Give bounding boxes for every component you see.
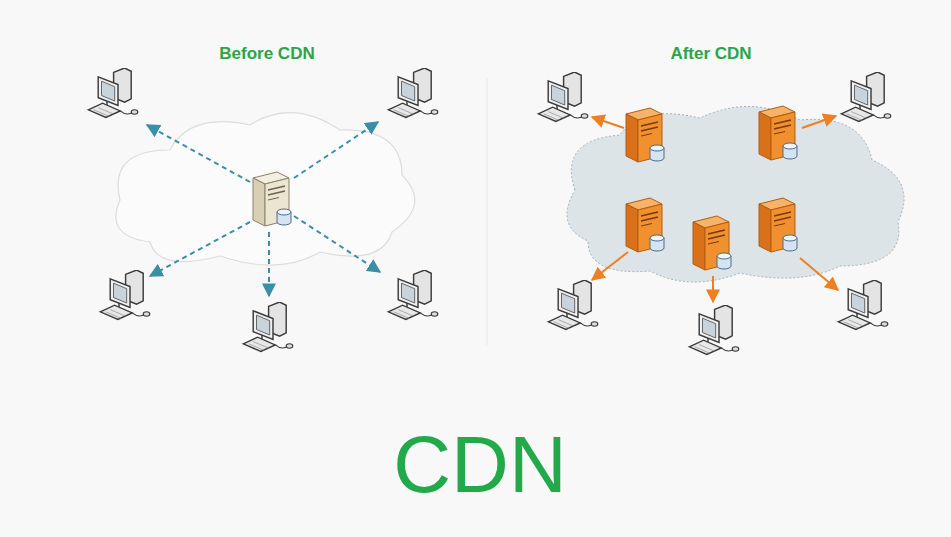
client-computer <box>838 280 888 330</box>
origin-server <box>253 172 291 226</box>
request-arrow <box>268 232 270 296</box>
edge-server <box>759 106 797 160</box>
panel-heading: Before CDN <box>219 44 314 64</box>
client-computer <box>388 68 438 118</box>
delivery-arrow <box>800 258 838 290</box>
diagram-caption: CDN <box>393 425 566 505</box>
request-arrow <box>294 122 378 178</box>
request-arrow <box>294 216 380 272</box>
delivery-arrow <box>592 252 628 280</box>
client-computer <box>841 72 891 122</box>
client-computer <box>548 280 598 330</box>
client-computer <box>538 72 588 122</box>
client-computer <box>243 302 292 352</box>
network-cloud <box>567 106 904 282</box>
client-computer <box>388 270 438 320</box>
edge-server <box>626 108 664 162</box>
delivery-arrow <box>592 117 624 128</box>
request-arrow <box>147 125 250 182</box>
delivery-arrow <box>712 276 714 302</box>
client-computer <box>689 305 739 355</box>
client-computer <box>88 68 138 118</box>
request-arrow <box>150 222 250 276</box>
edge-server <box>626 198 664 252</box>
edge-server <box>693 216 731 270</box>
delivery-arrow <box>802 116 836 128</box>
edge-server <box>759 198 797 252</box>
client-computer <box>100 270 150 320</box>
panel-heading: After CDN <box>670 44 751 64</box>
dashed-arrows <box>147 122 380 296</box>
panel-divider <box>487 78 488 345</box>
network-cloud <box>116 113 415 265</box>
